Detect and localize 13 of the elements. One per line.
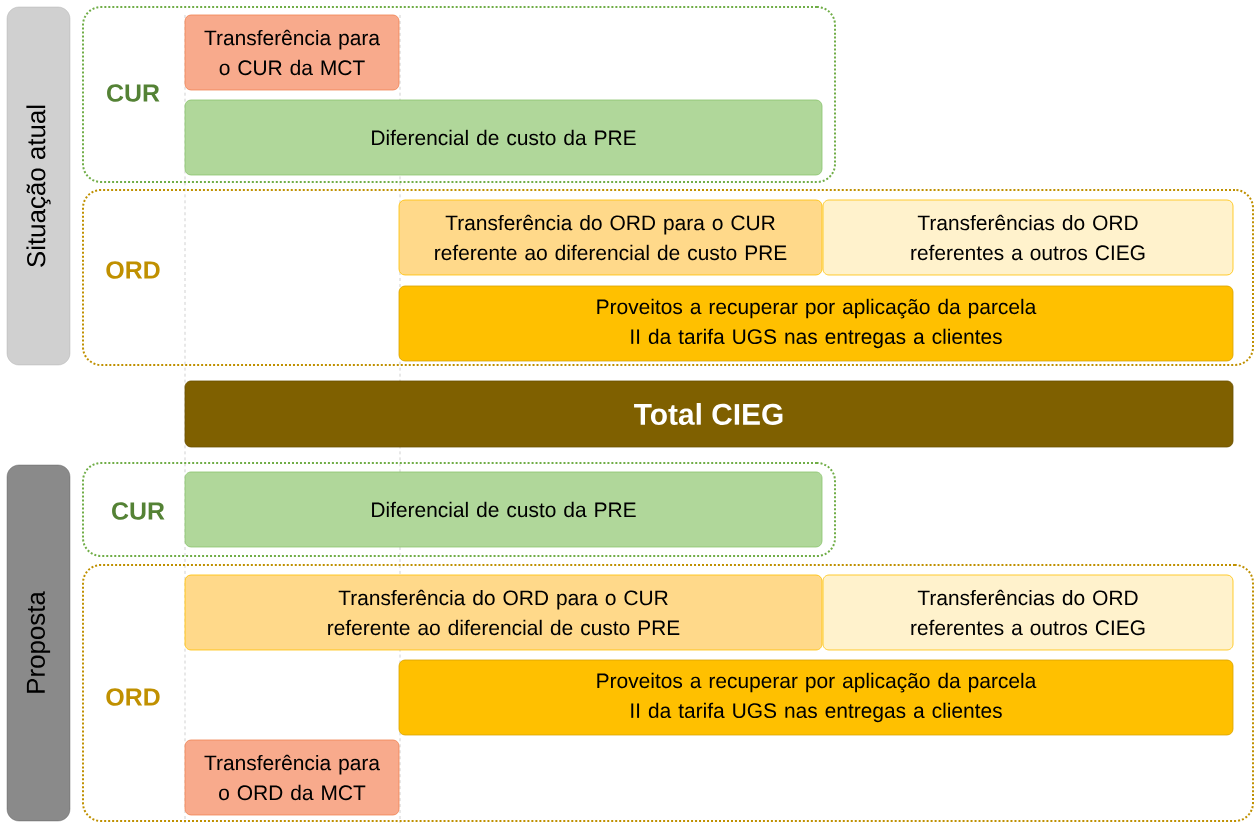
cost-box: Transferência para o ORD da MCT [184,739,400,816]
cost-box: Proveitos a recuperar por aplicação da parcela II da tarifa UGS nas entregas a clientes [398,659,1234,736]
cost-box: Transferência do ORD para o CUR referente ao diferencial de custo PRE [398,199,823,276]
cost-box: Transferência do ORD para o CUR referente ao diferencial de custo PRE [184,574,823,651]
cost-box: Transferências do ORD referentes a outros CIEG [822,199,1234,276]
cost-box: Transferência para o CUR da MCT [184,14,400,91]
cost-box: Diferencial de custo da PRE [184,99,823,176]
cost-box: Transferências do ORD referentes a outros CIEG [822,574,1234,651]
section-band: Situação atual [6,6,71,366]
section-band: Proposta [6,464,71,822]
cost-box: Diferencial de custo da PRE [184,471,823,548]
total-bar: Total CIEG [184,380,1234,448]
cost-box: Proveitos a recuperar por aplicação da parcela II da tarifa UGS nas entregas a clientes [398,285,1234,362]
